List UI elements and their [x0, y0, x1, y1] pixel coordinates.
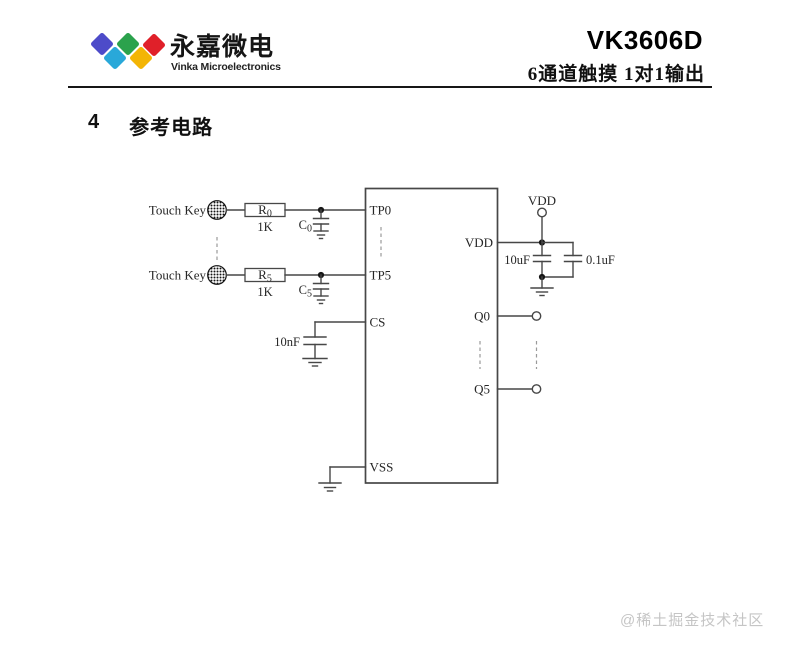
brand-name-en: Vinka Microelectronics: [171, 61, 281, 73]
capacitor-10uf: [532, 241, 552, 278]
logo-diamond-green: [117, 33, 139, 55]
vdd-power-circuit: VDD 10uF 0.1uF: [496, 193, 615, 297]
touch-input-row-1: Touch Key R5 1K C5: [149, 265, 367, 305]
brand-name-cn: 永嘉微电: [170, 33, 275, 61]
ground-symbol: [318, 482, 342, 492]
logo-diamond-red: [143, 34, 165, 56]
capacitor-10nf: [303, 336, 327, 360]
section-title: 参考电路: [129, 117, 214, 139]
vinka-logo-mark: [91, 33, 165, 69]
vdd-terminal-circle: [537, 207, 548, 218]
pin-label-q0: Q0: [474, 309, 490, 324]
part-number: VK3606D: [586, 25, 703, 55]
resistor-r0-label: R0: [258, 202, 272, 220]
watermark: @稀土掘金技术社区: [620, 612, 765, 629]
chip-body: [364, 187, 499, 484]
capacitor-c5: [312, 274, 330, 297]
touch-key-label: Touch Key: [149, 268, 207, 283]
pin-label-vdd: VDD: [465, 235, 493, 250]
pin-label-cs: CS: [370, 315, 386, 330]
resistor-r5-label: R5: [258, 267, 272, 285]
touch-input-row-0: Touch Key R0 1K C0: [149, 200, 367, 240]
output-q0: [496, 311, 542, 321]
capacitor-10nf-label: 10nF: [274, 335, 300, 349]
pin-label-q5: Q5: [474, 382, 490, 397]
vss-ground-circuit: [318, 466, 367, 492]
output-q5: [496, 384, 542, 394]
ground-symbol: [302, 357, 328, 367]
touch-key-label: Touch Key: [149, 203, 207, 218]
logo-diamond-cyan: [104, 47, 126, 69]
capacitor-01uf-label: 0.1uF: [586, 253, 615, 267]
capacitor-01uf-branch: [541, 241, 583, 278]
section-number: 4: [88, 111, 101, 133]
touch-pad-icon: [207, 200, 227, 220]
touch-pad-icon: [207, 265, 227, 285]
logo-diamond-yellow: [130, 47, 152, 69]
resistor-r5-value: 1K: [257, 285, 272, 299]
ground-symbol: [313, 295, 329, 305]
q0-terminal-circle: [531, 311, 542, 321]
section-heading: 4 参考电路: [88, 111, 213, 140]
capacitor-10uf-label: 10uF: [504, 253, 530, 267]
pin-label-vss: VSS: [370, 460, 394, 475]
logo-diamond-blue: [91, 33, 113, 55]
capacitor-c0: [312, 209, 330, 232]
header-divider: [68, 86, 712, 88]
capacitor-c0-label: C0: [299, 218, 312, 235]
pin-label-tp5: TP5: [370, 268, 392, 283]
pin-label-tp0: TP0: [370, 203, 392, 218]
q5-terminal-circle: [531, 384, 542, 394]
ground-symbol: [530, 287, 554, 297]
cs-capacitor-circuit: 10nF: [274, 321, 367, 367]
ground-symbol: [313, 230, 329, 240]
vdd-rail-label: VDD: [528, 193, 556, 208]
resistor-r0-value: 1K: [257, 220, 272, 234]
capacitor-c5-label: C5: [299, 283, 312, 300]
part-subtitle: 6通道触摸 1对1输出: [527, 64, 705, 85]
